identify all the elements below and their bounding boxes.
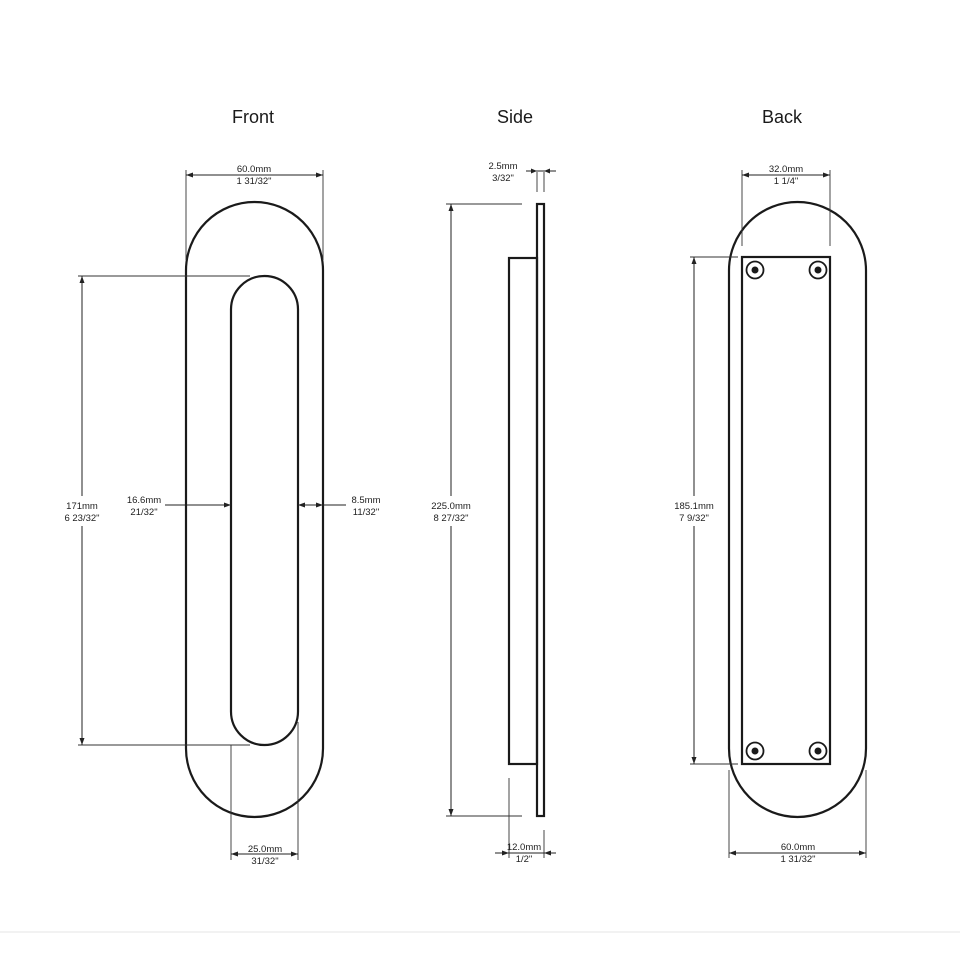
front-view: 60.0mm 1 31/32" 171mm 6 23/32" 16.6mm 21… — [64, 164, 380, 867]
front-left-margin-arrow — [224, 502, 231, 508]
back-plate-width-inch: 1 1/4" — [774, 176, 799, 187]
screw-top-right — [808, 260, 828, 280]
side-thickness-arrow-right — [544, 168, 550, 174]
front-left-margin-mm: 16.6mm — [127, 495, 161, 506]
front-width-mm: 60.0mm — [237, 164, 271, 175]
back-width-mm: 60.0mm — [781, 842, 815, 853]
front-right-margin-inch: 11/32" — [353, 507, 379, 518]
front-width-inch: 1 31/32" — [236, 176, 271, 187]
back-plate-height-mm: 185.1mm — [674, 501, 714, 512]
front-slot-length-inch: 6 23/32" — [64, 513, 99, 524]
front-right-margin-mm: 8.5mm — [351, 495, 380, 506]
front-right-margin-arrow-right — [316, 502, 323, 508]
back-width-inch: 1 31/32" — [780, 854, 815, 865]
side-depth-arrow-right — [544, 850, 551, 856]
back-view-title: Back — [762, 107, 803, 127]
back-plate-width-mm: 32.0mm — [769, 164, 803, 175]
side-thickness-mm: 2.5mm — [488, 161, 517, 172]
back-outer-outline — [727, 200, 868, 819]
front-slot-arrow-top — [79, 276, 85, 283]
screw-bottom-right — [808, 741, 828, 761]
side-height-inch: 8 27/32" — [433, 513, 468, 524]
side-height-mm: 225.0mm — [431, 501, 471, 512]
front-slot-arrow-bottom — [79, 738, 85, 745]
front-view-title: Front — [232, 107, 274, 127]
side-height-arrow-top — [448, 204, 454, 211]
front-slot-width-arrow-left — [231, 851, 238, 857]
front-slot-length-mm: 171mm — [66, 501, 98, 512]
front-width-arrow-left — [186, 172, 193, 178]
front-left-margin-inch: 21/32" — [130, 507, 157, 518]
back-plate-height-inch: 7 9/32" — [679, 513, 709, 524]
back-width-arrow-left — [729, 850, 736, 856]
back-mounting-plate — [740, 255, 832, 766]
side-depth-inch: 1/2" — [516, 854, 533, 865]
screw-bottom-left — [745, 741, 765, 761]
side-body — [507, 256, 539, 766]
front-slot-width-inch: 31/32" — [251, 856, 278, 867]
front-slot-width-arrow-right — [291, 851, 298, 857]
side-depth-arrow-left — [502, 850, 509, 856]
side-view: 2.5mm 3/32" 225.0mm 8 27/32" 12.0mm 1/2" — [431, 161, 556, 865]
side-thickness-arrow-left — [531, 168, 537, 174]
side-height-arrow-bottom — [448, 809, 454, 816]
back-plate-width-arrow-left — [742, 172, 749, 178]
front-inner-slot — [229, 274, 300, 747]
back-width-arrow-right — [859, 850, 866, 856]
front-slot-width-mm: 25.0mm — [248, 844, 282, 855]
screw-top-left — [745, 260, 765, 280]
back-plate-height-arrow-bottom — [691, 757, 697, 764]
front-right-margin-arrow-left — [298, 502, 305, 508]
back-view: 32.0mm 1 1/4" 185.1mm 7 9/32" 60.0mm 1 3… — [674, 164, 868, 865]
front-outer-outline — [184, 200, 325, 819]
side-depth-mm: 12.0mm — [507, 842, 541, 853]
side-thickness-inch: 3/32" — [492, 173, 514, 184]
side-view-title: Side — [497, 107, 533, 127]
front-width-arrow-right — [316, 172, 323, 178]
back-plate-width-arrow-right — [823, 172, 830, 178]
back-plate-height-arrow-top — [691, 257, 697, 264]
